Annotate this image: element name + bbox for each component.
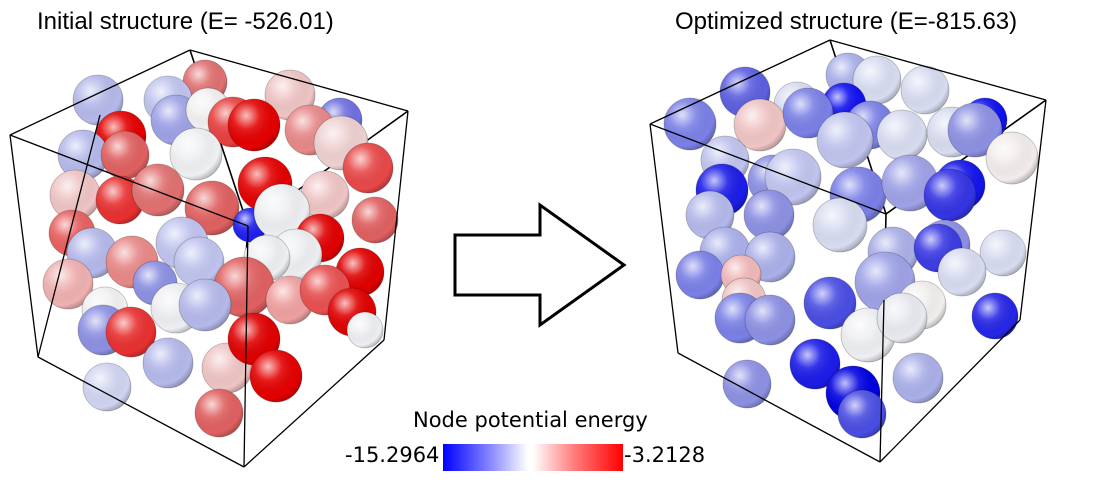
energy-colorbar [443, 444, 623, 471]
atom-sphere [49, 169, 101, 221]
atom-sphere [979, 229, 1027, 277]
box-edge [649, 39, 831, 125]
atom-sphere [876, 292, 928, 344]
atom-sphere [253, 183, 311, 241]
box-edge [9, 134, 249, 227]
atom-sphere [346, 311, 384, 349]
atom-sphere [852, 55, 902, 105]
box-edge [829, 39, 1047, 101]
atom-sphere [876, 109, 928, 161]
right-arrow-icon [453, 202, 627, 328]
box-edge [9, 49, 191, 136]
atom-sphere [803, 276, 857, 330]
box-edge [37, 356, 245, 468]
atom-sphere [227, 98, 281, 152]
atom-spheres [42, 59, 399, 438]
colorbar-title: Node potential energy [413, 408, 648, 432]
box-edge [649, 123, 679, 354]
colorbar-max-label: -3.2128 [624, 443, 706, 467]
atom-sphere [744, 294, 796, 346]
atom-sphere [105, 306, 157, 358]
atom-sphere [764, 148, 822, 206]
atom-sphere [812, 197, 868, 253]
atom-sphere [892, 352, 944, 404]
atom-sphere [82, 362, 132, 412]
box-edge [879, 319, 1021, 463]
atom-sphere [675, 250, 725, 300]
atom-sphere [971, 292, 1019, 340]
optimized-structure-model [649, 39, 1047, 463]
initial-structure-title: Initial structure (E= -526.01) [37, 8, 334, 35]
atom-sphere [733, 98, 787, 152]
initial-structure-model [9, 49, 409, 468]
atom-sphere [947, 102, 1003, 158]
atom-sphere [142, 337, 194, 389]
atom-sphere [923, 168, 977, 222]
atom-sphere [249, 349, 303, 403]
atom-sphere [985, 131, 1039, 185]
atom-sphere [685, 190, 735, 240]
box-edge [9, 134, 39, 358]
box-edge [243, 339, 385, 468]
atom-sphere [881, 154, 939, 212]
box-edge [383, 110, 409, 341]
atom-sphere [342, 142, 394, 194]
atom-sphere [194, 388, 244, 438]
simulation-box-edges [9, 49, 409, 468]
atom-sphere [131, 163, 185, 217]
atom-sphere [937, 247, 987, 297]
atom-sphere [789, 338, 841, 390]
simulation-box-edges [649, 39, 1047, 463]
atom-sphere [900, 65, 950, 115]
box-edge [243, 225, 249, 468]
atom-sphere [173, 236, 225, 288]
atom-sphere [743, 189, 795, 241]
box-edge [649, 123, 887, 215]
box-edge [37, 114, 101, 358]
atom-sphere [837, 389, 887, 439]
atom-sphere [42, 258, 94, 310]
atom-sphere [782, 87, 834, 139]
atom-spheres [663, 52, 1039, 439]
atom-sphere [95, 175, 145, 225]
box-edge [1019, 99, 1047, 321]
atom-sphere [351, 196, 399, 244]
atom-sphere [816, 111, 874, 169]
box-edge [677, 352, 881, 463]
atom-sphere [178, 278, 232, 332]
box-edge [189, 49, 409, 112]
atom-sphere [100, 130, 150, 180]
colorbar-min-label: -15.2964 [345, 443, 440, 467]
atom-sphere [184, 180, 240, 236]
optimized-structure-title: Optimized structure (E=-815.63) [675, 8, 1018, 35]
box-edge [879, 299, 885, 463]
atom-sphere [169, 127, 223, 181]
atom-sphere [300, 170, 350, 220]
atom-sphere [722, 359, 772, 409]
